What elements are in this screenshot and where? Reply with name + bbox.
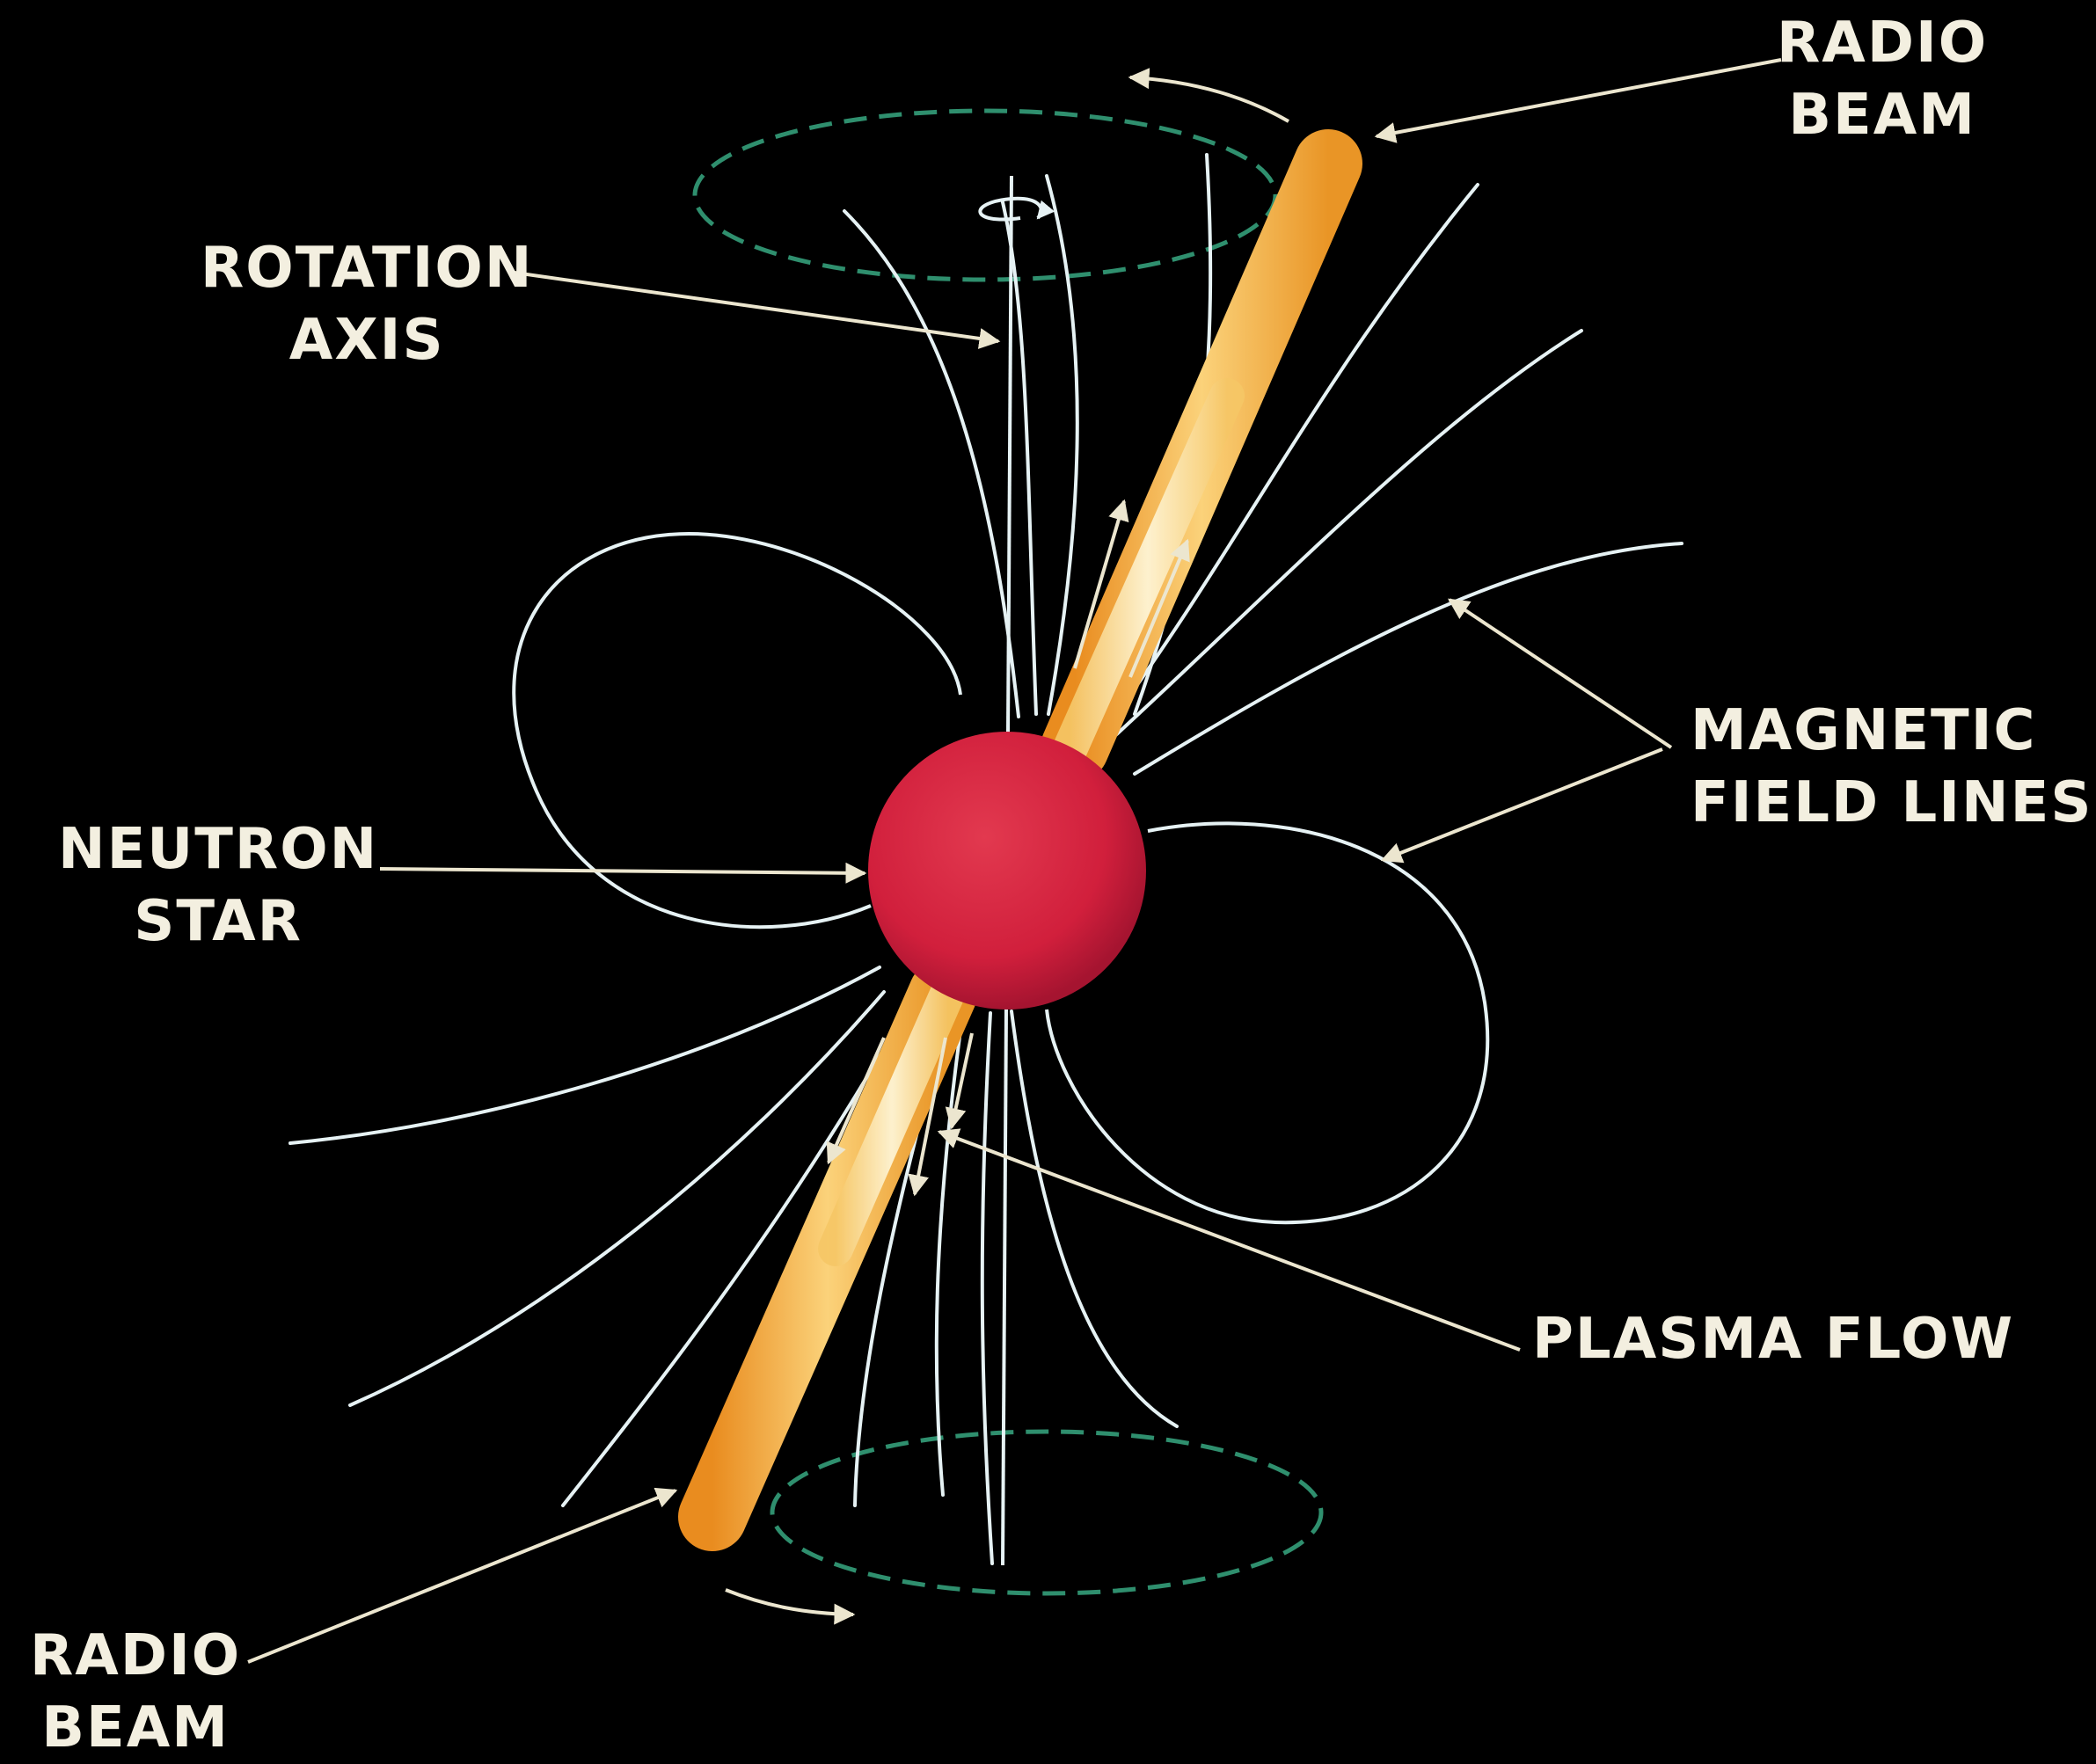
top-rotation-arrow-icon <box>1128 68 1290 123</box>
leader-magnetic-field-lines-b <box>1380 747 1663 864</box>
label-magnetic-field-lines: MAGNETIC FIELD LINES <box>1691 698 2093 835</box>
top-rotation-ellipse <box>692 108 1278 282</box>
leader-neutron-star <box>379 862 867 884</box>
magnetic-loop-left <box>512 532 962 929</box>
label-radio-beam-bottom: RADIO BEAM <box>30 1623 242 1760</box>
leader-radio-beam-top <box>1374 58 1782 143</box>
rotation-axis-curl-icon <box>978 196 1055 222</box>
bottom-rotation-ellipse <box>770 1429 1324 1596</box>
leader-magnetic-field-lines-a <box>1448 598 1673 749</box>
radio-beam-top <box>1041 129 1362 782</box>
bottom-rotation-arrow-icon <box>725 1588 856 1625</box>
leader-radio-beam-bottom <box>247 1487 678 1664</box>
label-leader-lines <box>247 58 1782 1664</box>
label-neutron-star: NEUTRON STAR <box>58 817 379 954</box>
radio-beam-bottom <box>678 959 977 1551</box>
plasma-flow-arrows-bottom <box>826 1032 974 1197</box>
label-radio-beam-top: RADIO BEAM <box>1777 11 1989 148</box>
plasma-flow-arrows-top <box>1073 499 1190 678</box>
leader-rotation-axis <box>514 271 1001 349</box>
leader-plasma-flow <box>937 1128 1521 1352</box>
neutron-star <box>868 732 1146 1010</box>
magnetic-loop-right <box>1045 821 1490 1225</box>
label-plasma-flow: PLASMA FLOW <box>1532 1307 2015 1372</box>
label-rotation-axis: ROTATION AXIS <box>201 236 534 373</box>
